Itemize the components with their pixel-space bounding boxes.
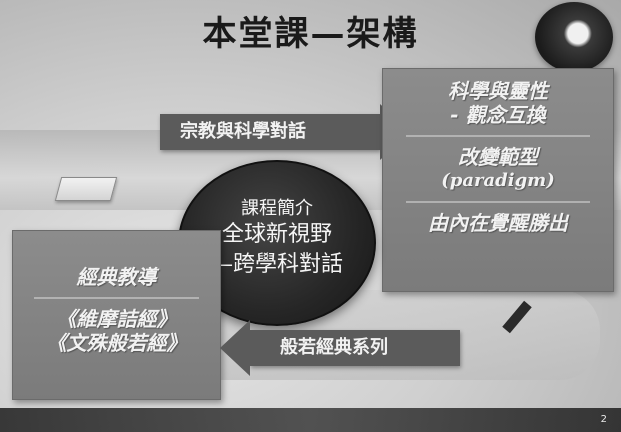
center-line2: 全球新視野 <box>221 222 332 247</box>
corner-photo <box>535 2 613 72</box>
right-panel: 科學與靈性 - 觀念互換 改變範型 (paradigm) 由內在覺醒勝出 <box>382 68 614 292</box>
center-line3: —跨學科對話 <box>210 252 343 277</box>
left-panel-line1: 經典教導 <box>76 265 157 289</box>
top-arrow: 宗教與科學對話 <box>160 104 410 160</box>
center-line1: 課程簡介 <box>241 198 313 219</box>
left-panel-line3: 《文殊般若經》 <box>46 331 187 355</box>
footer-strip <box>0 408 621 432</box>
left-panel-divider <box>33 297 200 299</box>
bottom-arrow: 般若經典系列 <box>220 320 460 376</box>
right-panel-line5: 由內在覺醒勝出 <box>428 211 568 235</box>
page-number: 2 <box>600 414 607 425</box>
right-panel-line3: 改變範型 <box>458 145 538 169</box>
slide-title: 本堂課—架構 <box>202 14 419 54</box>
top-arrow-label: 宗教與科學對話 <box>180 121 306 142</box>
right-panel-divider-1 <box>406 135 590 137</box>
right-panel-line4: (paradigm) <box>441 170 555 191</box>
right-panel-line1: 科學與靈性 <box>448 79 548 103</box>
bottom-arrow-label: 般若經典系列 <box>280 337 388 358</box>
left-panel-line2: 《維摩詰經》 <box>56 307 177 331</box>
book-image <box>54 177 118 201</box>
right-panel-divider-2 <box>406 201 590 203</box>
right-panel-line2: - 觀念互換 <box>450 103 546 127</box>
left-panel: 經典教導 《維摩詰經》 《文殊般若經》 <box>12 230 221 400</box>
